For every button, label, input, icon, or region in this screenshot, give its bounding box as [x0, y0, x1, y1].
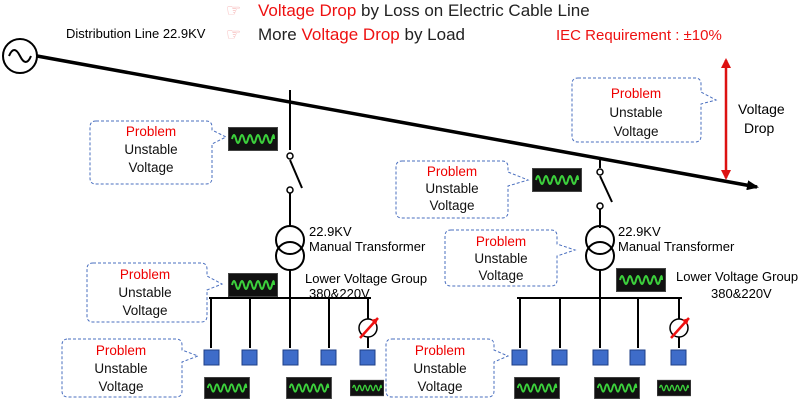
- distribution-line: Distribution Line 22.9KV: [2, 26, 759, 191]
- distribution-line-conductor: [36, 54, 759, 191]
- load-block-icon: [511, 349, 528, 366]
- problem-callout-6: Problem Unstable Voltage: [61, 338, 200, 398]
- load-block-icon: [203, 349, 220, 366]
- lower-voltage-value: 380&220V: [711, 286, 772, 301]
- load-block-icon: [629, 349, 646, 366]
- svg-text:Unstable: Unstable: [118, 285, 171, 300]
- voltage-drop-label-1: Voltage: [738, 101, 785, 117]
- voltage-drop-indicator: Voltage Drop: [721, 58, 785, 180]
- problem-callout-5: Problem Unstable Voltage: [444, 229, 577, 287]
- load-block-icon: [592, 349, 609, 366]
- hand-pointer-icon: ☞: [226, 25, 241, 44]
- load-block-icon: [241, 349, 258, 366]
- load-block-icon: [670, 349, 687, 366]
- problem-callout-4: Problem Unstable Voltage: [86, 262, 224, 323]
- transformer-rating: 22.9KV: [309, 224, 352, 239]
- waveform-icon: [513, 377, 561, 399]
- header-line-2: More Voltage Drop by Load: [258, 25, 465, 44]
- header-line-1: Voltage Drop by Loss on Electric Cable L…: [258, 1, 590, 20]
- header: ☞ Voltage Drop by Loss on Electric Cable…: [226, 1, 722, 44]
- load-block-icon: [320, 349, 337, 366]
- lower-voltage-group: Lower Voltage Group: [305, 271, 427, 286]
- load-block-icon: [551, 349, 568, 366]
- transformer-rating: 22.9KV: [618, 224, 661, 239]
- variable-load-icon: [669, 317, 690, 339]
- lower-voltage-value: 380&220V: [309, 286, 370, 301]
- waveform-icon: [228, 273, 278, 297]
- waveform-icon: [203, 377, 251, 399]
- waveform-icon: [593, 377, 641, 399]
- svg-text:Unstable: Unstable: [425, 181, 478, 196]
- svg-text:Voltage: Voltage: [429, 198, 474, 213]
- load-block-icon: [282, 349, 299, 366]
- problem-callout-3: Problem Unstable Voltage: [571, 77, 718, 143]
- transformer-icon: [585, 225, 615, 271]
- switch-icon: [286, 152, 303, 194]
- lower-voltage-group: Lower Voltage Group: [676, 269, 798, 284]
- svg-text:Problem: Problem: [120, 267, 170, 282]
- problem-callout-7: Problem Unstable Voltage: [385, 338, 510, 398]
- svg-text:Problem: Problem: [126, 124, 176, 139]
- svg-text:Voltage: Voltage: [98, 379, 143, 394]
- transformer-name: Manual Transformer: [309, 239, 426, 254]
- svg-text:Voltage: Voltage: [613, 124, 658, 139]
- svg-text:Problem: Problem: [96, 343, 146, 358]
- transformer-name: Manual Transformer: [618, 239, 735, 254]
- svg-text:Unstable: Unstable: [474, 251, 527, 266]
- branch-2: 22.9KV Manual Transformer Lower Voltage …: [511, 160, 798, 366]
- waveform-icon: [350, 379, 384, 397]
- waveform-icon: [657, 379, 691, 397]
- svg-text:Unstable: Unstable: [124, 142, 177, 157]
- svg-text:Voltage: Voltage: [128, 160, 173, 175]
- voltage-drop-label-2: Drop: [744, 120, 775, 136]
- waveform-icon: [228, 127, 278, 151]
- svg-text:Problem: Problem: [415, 343, 465, 358]
- svg-text:Voltage: Voltage: [417, 379, 462, 394]
- waveform-icon: [285, 377, 333, 399]
- transformer-icon: [275, 225, 305, 271]
- svg-text:Voltage: Voltage: [478, 268, 523, 283]
- problem-callout-2: Problem Unstable Voltage: [395, 160, 530, 219]
- waveform-icon: [616, 268, 666, 292]
- svg-text:Unstable: Unstable: [609, 105, 662, 120]
- load-block-icon: [359, 349, 376, 366]
- iec-requirement: IEC Requirement : ±10%: [556, 27, 722, 44]
- svg-text:Unstable: Unstable: [413, 361, 466, 376]
- svg-text:Problem: Problem: [427, 164, 477, 179]
- hand-pointer-icon: ☞: [226, 1, 241, 20]
- svg-text:Voltage: Voltage: [122, 303, 167, 318]
- svg-text:Problem: Problem: [611, 86, 661, 101]
- waveform-icon: [532, 168, 582, 192]
- sine-icon: [8, 49, 32, 63]
- problem-callout-1: Problem Unstable Voltage: [89, 120, 228, 185]
- svg-text:Problem: Problem: [476, 234, 526, 249]
- distribution-line-label: Distribution Line 22.9KV: [66, 26, 206, 41]
- switch-icon: [596, 168, 613, 210]
- branch-1: 22.9KV Manual Transformer Lower Voltage …: [203, 90, 427, 366]
- svg-text:Unstable: Unstable: [94, 361, 147, 376]
- variable-load-icon: [358, 317, 379, 339]
